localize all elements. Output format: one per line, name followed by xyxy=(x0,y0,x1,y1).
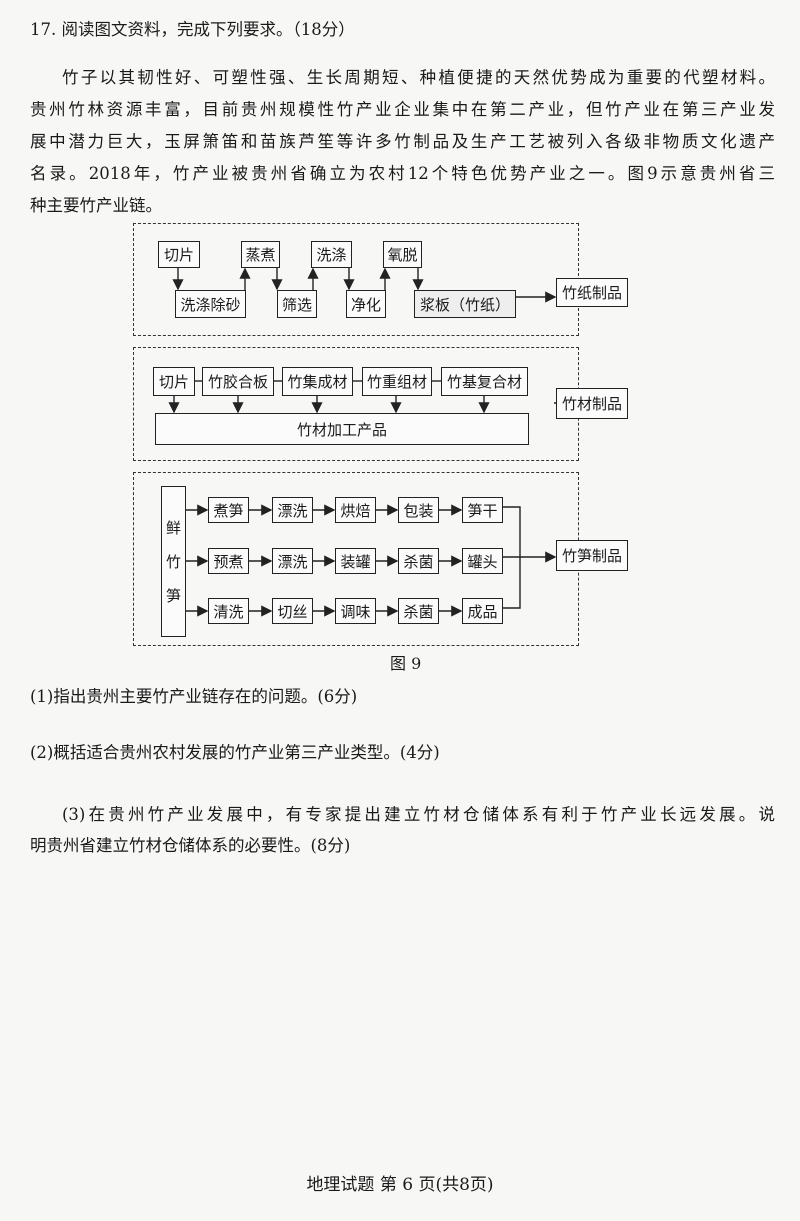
sub-question: (1)指出贵州主要竹产业链存在的问题。(6分) xyxy=(30,687,358,706)
figure-caption: 图 9 xyxy=(390,654,422,673)
step-box: 切片 xyxy=(158,241,200,268)
paragraph-line: 竹子以其韧性好、可塑性强、生长周期短、种植便捷的天然优势成为重要的代塑材料。 xyxy=(62,68,775,87)
step-box: 笋干 xyxy=(462,497,503,523)
step-box: 竹胶合板 xyxy=(202,367,274,396)
step-box: 预煮 xyxy=(208,548,249,574)
source-box: 鲜竹笋 xyxy=(161,486,186,637)
step-box: 洗涤 xyxy=(311,241,352,268)
step-box: 清洗 xyxy=(208,598,249,624)
step-box: 氧脱 xyxy=(383,241,422,268)
step-box: 切丝 xyxy=(272,598,313,624)
paragraph-line: 种主要竹产业链。 xyxy=(30,196,162,215)
paragraph-line: 贵州竹林资源丰富，目前贵州规模性竹产业企业集中在第二产业，但竹产业在第三产业发 xyxy=(30,100,775,119)
step-box: 成品 xyxy=(462,598,503,624)
step-box: 杀菌 xyxy=(398,548,439,574)
step-box: 装罐 xyxy=(335,548,376,574)
step-box: 洗涤除砂 xyxy=(175,290,246,318)
paragraph-line: 名录。2018年，竹产业被贵州省确立为农村12个特色优势产业之一。图9示意贵州省… xyxy=(30,164,775,183)
sub-question: 明贵州省建立竹材仓储体系的必要性。(8分) xyxy=(30,836,351,855)
question-title: 17. 阅读图文资料，完成下列要求。（18分） xyxy=(30,20,355,39)
base-box: 竹材加工产品 xyxy=(155,413,529,445)
step-box: 包装 xyxy=(398,497,439,523)
step-box: 切片 xyxy=(153,367,195,396)
step-box: 净化 xyxy=(346,290,386,318)
step-box: 筛选 xyxy=(277,290,317,318)
step-box: 漂洗 xyxy=(272,497,313,523)
step-box: 罐头 xyxy=(462,548,503,574)
step-box: 杀菌 xyxy=(398,598,439,624)
step-box: 竹基复合材 xyxy=(441,367,528,396)
product-box: 竹材制品 xyxy=(556,388,628,419)
product-box: 竹笋制品 xyxy=(556,540,628,571)
step-box: 漂洗 xyxy=(272,548,313,574)
step-box: 竹集成材 xyxy=(282,367,353,396)
flow-arrows xyxy=(168,267,579,617)
step-box: 浆板（竹纸） xyxy=(414,290,516,318)
step-box: 煮笋 xyxy=(208,497,249,523)
step-box: 烘焙 xyxy=(335,497,376,523)
paragraph-line: 展中潜力巨大，玉屏箫笛和苗族芦笙等许多竹制品及生产工艺被列入各级非物质文化遗产 xyxy=(30,132,775,151)
step-box: 竹重组材 xyxy=(362,367,432,396)
sub-question: (2)概括适合贵州农村发展的竹产业第三产业类型。(4分) xyxy=(30,743,440,762)
product-box: 竹纸制品 xyxy=(556,278,628,307)
page-footer: 地理试题 第 6 页(共8页) xyxy=(306,1175,494,1195)
step-box: 蒸煮 xyxy=(241,241,280,268)
sub-question: (3)在贵州竹产业发展中，有专家提出建立竹材仓储体系有利于竹产业长远发展。说 xyxy=(62,805,775,824)
step-box: 调味 xyxy=(335,598,376,624)
